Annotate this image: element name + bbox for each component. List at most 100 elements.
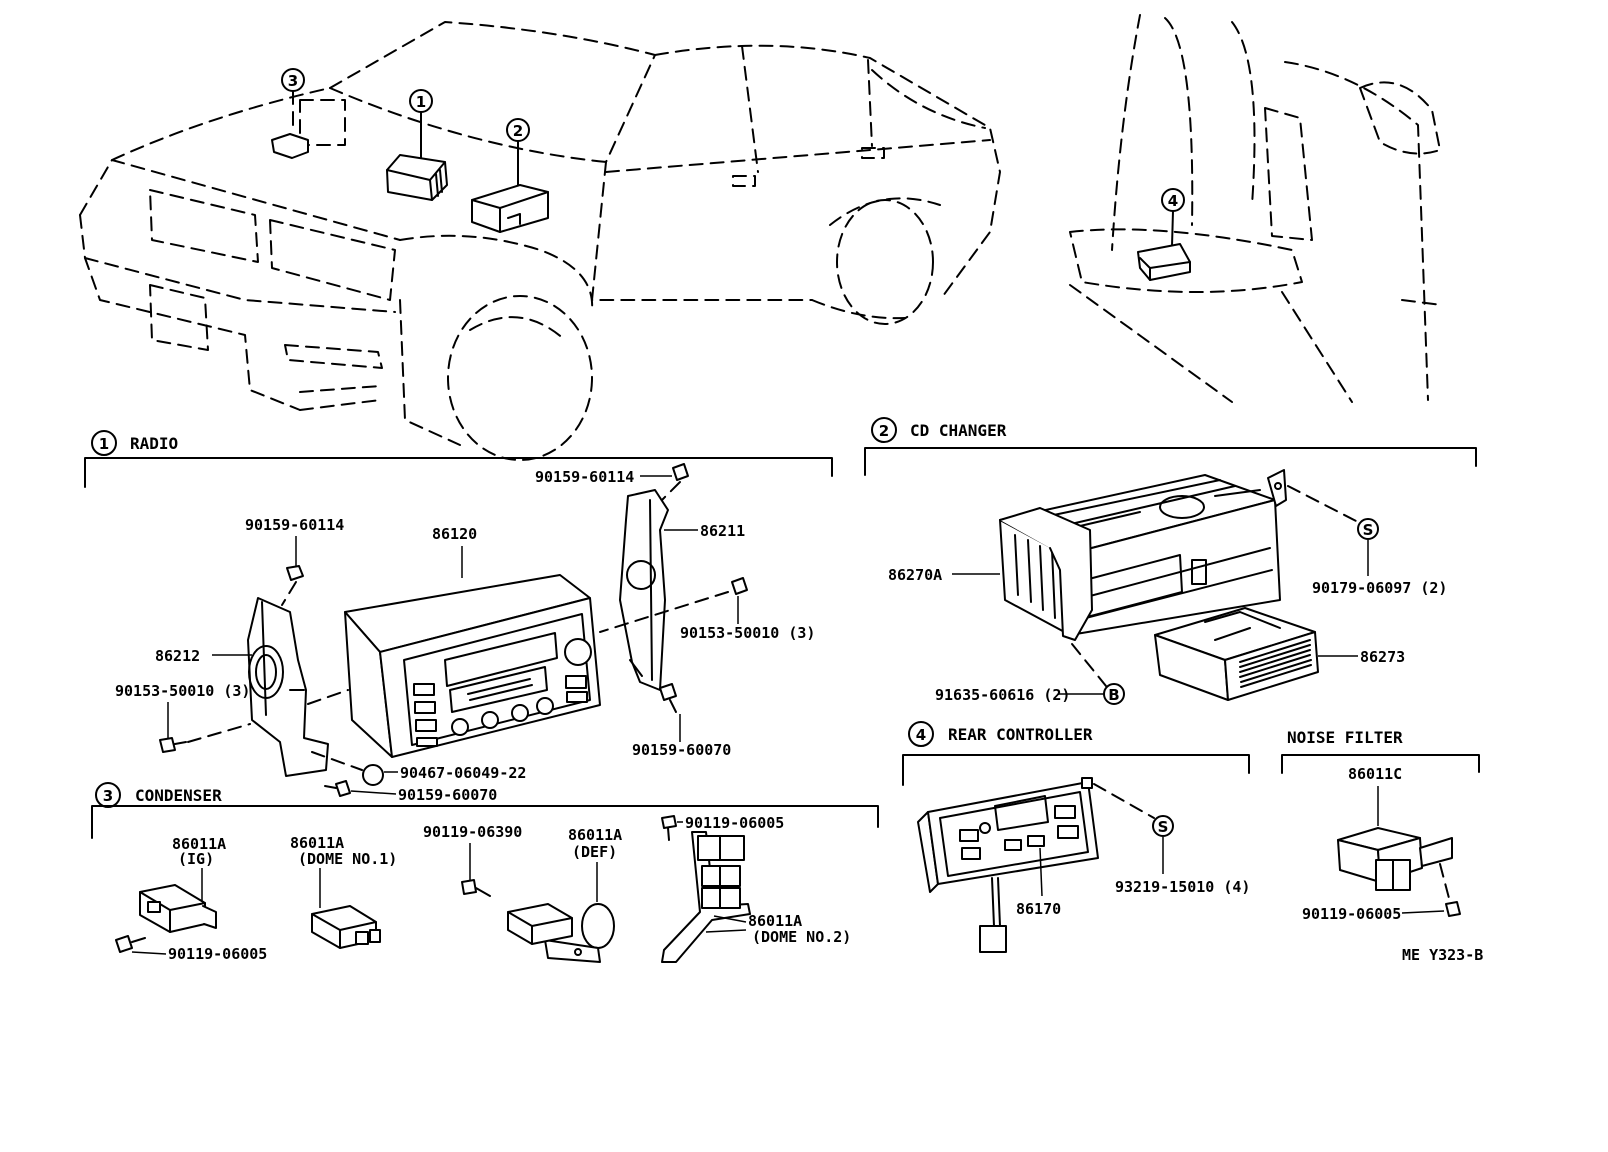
bracket-left-86212 bbox=[247, 597, 329, 777]
connector-icon bbox=[369, 929, 381, 943]
label-screw-ig: 90119-06005 bbox=[168, 945, 267, 963]
section-number: 3 bbox=[103, 787, 113, 805]
section-radio: 1 RADIO bbox=[84, 430, 833, 488]
cd-changer-unit-86270A bbox=[999, 469, 1287, 641]
beltline bbox=[605, 139, 991, 173]
marker-s: S bbox=[1363, 521, 1374, 539]
assembly-line bbox=[1439, 863, 1451, 903]
assembly-line bbox=[281, 581, 297, 606]
radio-bezel bbox=[403, 613, 591, 746]
seat-line bbox=[1231, 21, 1256, 206]
button-icon bbox=[1054, 805, 1076, 819]
condenser-edges bbox=[507, 911, 573, 945]
button-icon bbox=[415, 719, 437, 732]
leader-screw-bottom bbox=[350, 790, 397, 795]
screw-icon bbox=[159, 737, 187, 753]
screw-icon bbox=[286, 565, 304, 581]
assembly-line bbox=[311, 751, 363, 771]
screw-icon bbox=[731, 577, 748, 595]
condenser-cap bbox=[581, 903, 615, 949]
condenser-edges bbox=[139, 891, 206, 933]
button-icon bbox=[1027, 835, 1045, 847]
label-screw-right-bottom: 90159-60070 bbox=[632, 741, 731, 759]
condenser-edges bbox=[311, 913, 377, 949]
radio-cassette-slot bbox=[449, 666, 548, 713]
label-screw-def: 90119-06390 bbox=[423, 823, 522, 841]
label-screw-dome2: 90119-06005 bbox=[685, 814, 784, 832]
volume-knob-icon bbox=[564, 638, 592, 666]
cd-bracket-left bbox=[999, 507, 1093, 641]
front-wheel-inner bbox=[469, 316, 566, 341]
button-icon bbox=[961, 847, 981, 860]
cd-magazine-86273 bbox=[1154, 607, 1319, 701]
screw-icon bbox=[659, 683, 677, 713]
button-icon bbox=[566, 691, 588, 703]
assembly-line bbox=[599, 591, 729, 633]
marker-s-circle bbox=[1152, 815, 1174, 837]
controller-tab bbox=[1081, 777, 1093, 789]
section-rear-controller: 4 REAR CONTROLLER bbox=[902, 721, 1250, 786]
label-noise-filter: 86011C bbox=[1348, 765, 1402, 783]
assembly-line bbox=[1071, 643, 1107, 687]
callout-condenser: 3 bbox=[271, 68, 309, 159]
rear-seat-illustration bbox=[1069, 14, 1443, 403]
condenser-bracket bbox=[544, 939, 601, 963]
condenser-dome2-part bbox=[661, 831, 751, 963]
rear-controller-86170 bbox=[917, 777, 1099, 953]
controller-display bbox=[994, 795, 1049, 831]
knob-icon bbox=[481, 711, 499, 729]
screw-icon bbox=[661, 815, 677, 841]
controller-bezel bbox=[939, 791, 1089, 877]
rear-window bbox=[871, 69, 986, 129]
assembly-line bbox=[1287, 485, 1359, 523]
label-condenser-dome2-note: (DOME NO.2) bbox=[752, 928, 851, 946]
button-icon bbox=[565, 675, 587, 689]
cd-front-trim bbox=[1074, 547, 1273, 621]
label-cd-bolt: 91635-60616 (2) bbox=[935, 686, 1070, 704]
section-number-circle bbox=[871, 417, 897, 443]
magazine-grille bbox=[1239, 639, 1312, 688]
seat-line bbox=[1164, 17, 1194, 226]
condenser-def-part bbox=[507, 903, 615, 963]
controller-thumb-edge bbox=[1139, 257, 1191, 281]
section-condenser: 3 CONDENSER bbox=[91, 782, 879, 839]
roof-line bbox=[654, 44, 1001, 301]
headrest bbox=[1359, 81, 1441, 155]
screw-icon bbox=[672, 463, 689, 481]
section-title: NOISE FILTER bbox=[1287, 728, 1403, 747]
radio-display bbox=[444, 632, 558, 687]
marker-b: B bbox=[1108, 686, 1119, 704]
controller-harness bbox=[991, 877, 1001, 927]
knob-icon bbox=[979, 822, 991, 834]
bracket-right-flange bbox=[629, 499, 653, 681]
label-screw-right: 90153-50010 (3) bbox=[680, 624, 815, 642]
callout-cd-changer: 2 bbox=[471, 118, 549, 233]
knob-icon bbox=[536, 697, 554, 715]
section-bracket bbox=[902, 754, 1250, 786]
label-condenser-ig-note: (IG) bbox=[178, 850, 214, 868]
headlamp-left bbox=[149, 189, 259, 263]
seat-cushion bbox=[1069, 228, 1303, 293]
door-handle-rear bbox=[861, 147, 885, 159]
marker-s: S bbox=[1158, 818, 1169, 836]
rear-lower-body bbox=[811, 299, 906, 320]
seat-line bbox=[1111, 14, 1141, 251]
label-screw-bottom: 90159-60070 bbox=[398, 786, 497, 804]
lower-bumper bbox=[299, 385, 381, 411]
leader-rear-controller bbox=[1039, 847, 1043, 897]
callout-number: 2 bbox=[513, 122, 523, 140]
connector-icon bbox=[979, 925, 1007, 953]
callout-number: 1 bbox=[416, 93, 426, 111]
condenser-tab bbox=[202, 905, 217, 929]
condenser-dome1-part bbox=[311, 905, 381, 949]
cowl-line bbox=[329, 87, 607, 163]
label-condenser-dome2: 86011A bbox=[748, 912, 802, 930]
controller-thumb bbox=[1137, 243, 1191, 281]
label-condenser-dome1-note: (DOME NO.1) bbox=[298, 850, 397, 868]
section-title: RADIO bbox=[130, 434, 178, 453]
door-pillars bbox=[741, 45, 873, 173]
section-number: 1 bbox=[99, 435, 109, 453]
callout-leader bbox=[1171, 210, 1174, 247]
screw-icon bbox=[461, 879, 491, 897]
